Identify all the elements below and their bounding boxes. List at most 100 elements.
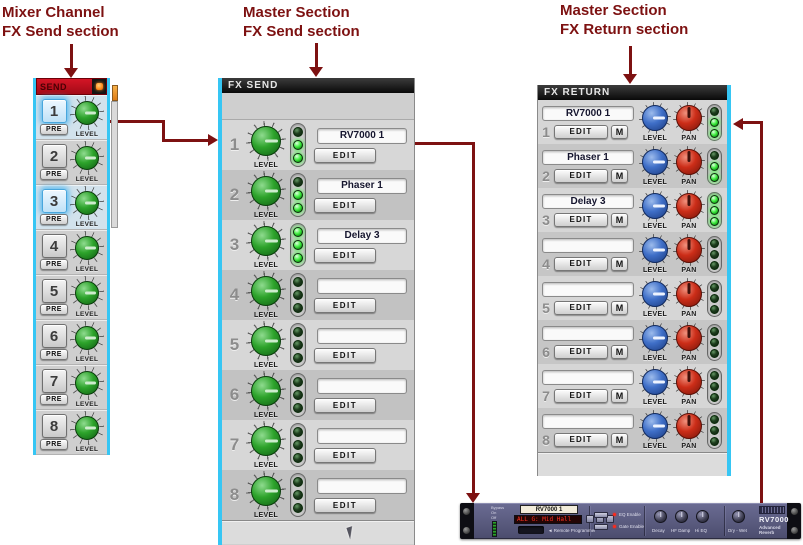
fx-name-field[interactable]: RV7000 1: [317, 127, 407, 144]
edit-button[interactable]: EDIT: [554, 300, 608, 315]
send-level-knob[interactable]: LEVEL: [70, 186, 104, 228]
pre-button[interactable]: PRE: [40, 394, 68, 405]
edit-button[interactable]: EDIT: [554, 388, 608, 403]
eq-enable-button[interactable]: [594, 512, 608, 518]
send-level-knob[interactable]: LEVEL: [70, 411, 104, 453]
mute-button[interactable]: M: [611, 344, 628, 359]
mute-button[interactable]: M: [611, 124, 628, 139]
fx-name-field[interactable]: [317, 327, 407, 344]
return-pan-knob[interactable]: PAN: [673, 322, 705, 362]
hf-damp-knob[interactable]: [675, 510, 688, 523]
edit-button[interactable]: EDIT: [554, 256, 608, 271]
send-level-knob[interactable]: LEVEL: [70, 276, 104, 318]
send-level-knob[interactable]: LEVEL: [246, 171, 286, 219]
return-level-knob[interactable]: LEVEL: [639, 278, 671, 318]
label-line: Master Section: [560, 2, 667, 19]
fx-name-field[interactable]: [542, 325, 634, 341]
edit-button[interactable]: EDIT: [314, 397, 376, 413]
send-number-button[interactable]: 1: [41, 99, 67, 123]
send-level-knob[interactable]: LEVEL: [70, 321, 104, 363]
mute-button[interactable]: M: [611, 300, 628, 315]
send-number-button[interactable]: 7: [41, 369, 67, 393]
return-level-knob[interactable]: LEVEL: [639, 190, 671, 230]
edit-button[interactable]: EDIT: [314, 247, 376, 263]
return-level-knob[interactable]: LEVEL: [639, 234, 671, 274]
fx-name-field[interactable]: [317, 427, 407, 444]
send-level-knob[interactable]: LEVEL: [246, 471, 286, 519]
send-level-knob[interactable]: LEVEL: [246, 421, 286, 469]
send-level-knob[interactable]: LEVEL: [70, 141, 104, 183]
return-pan-knob[interactable]: PAN: [673, 278, 705, 318]
hi-eq-knob[interactable]: [696, 510, 709, 523]
return-level-knob[interactable]: LEVEL: [639, 366, 671, 406]
send-number-button[interactable]: 5: [41, 279, 67, 303]
pre-button[interactable]: PRE: [40, 259, 68, 270]
mute-button[interactable]: M: [611, 432, 628, 447]
send-level-knob[interactable]: LEVEL: [70, 96, 104, 138]
edit-button[interactable]: EDIT: [554, 212, 608, 227]
gate-enable-button[interactable]: [594, 524, 608, 530]
fx-name-field[interactable]: [317, 277, 407, 294]
edit-button[interactable]: EDIT: [554, 344, 608, 359]
send-number-button[interactable]: 6: [41, 324, 67, 348]
send-level-knob[interactable]: LEVEL: [246, 271, 286, 319]
send-level-knob[interactable]: LEVEL: [70, 231, 104, 273]
patch-save-button[interactable]: [606, 515, 614, 523]
fx-name-field[interactable]: [542, 237, 634, 253]
mute-button[interactable]: M: [611, 388, 628, 403]
send-number-button[interactable]: 3: [41, 189, 67, 213]
fx-name-field[interactable]: Phaser 1: [542, 149, 634, 165]
return-pan-knob[interactable]: PAN: [673, 410, 705, 450]
edit-button[interactable]: EDIT: [554, 168, 608, 183]
return-level-knob[interactable]: LEVEL: [639, 410, 671, 450]
pre-button[interactable]: PRE: [40, 124, 68, 135]
fx-name-field[interactable]: [317, 377, 407, 394]
send-section-button[interactable]: [92, 79, 106, 94]
mute-button[interactable]: M: [611, 212, 628, 227]
led-icon: [710, 370, 719, 380]
return-pan-knob[interactable]: PAN: [673, 190, 705, 230]
fx-name-field[interactable]: [317, 477, 407, 494]
return-level-knob[interactable]: LEVEL: [639, 322, 671, 362]
return-pan-knob[interactable]: PAN: [673, 366, 705, 406]
return-pan-knob[interactable]: PAN: [673, 234, 705, 274]
mute-button[interactable]: M: [611, 256, 628, 271]
send-number-button[interactable]: 2: [41, 144, 67, 168]
send-number-button[interactable]: 4: [41, 234, 67, 258]
edit-button[interactable]: EDIT: [314, 147, 376, 163]
fx-name-field[interactable]: Delay 3: [317, 227, 407, 244]
send-level-knob[interactable]: LEVEL: [246, 371, 286, 419]
return-level-knob[interactable]: LEVEL: [639, 102, 671, 142]
fx-name-field[interactable]: Delay 3: [542, 193, 634, 209]
edit-button[interactable]: EDIT: [554, 432, 608, 447]
return-pan-knob[interactable]: PAN: [673, 146, 705, 186]
patch-up-down-button[interactable]: [586, 515, 594, 523]
send-level-knob[interactable]: LEVEL: [246, 221, 286, 269]
edit-button[interactable]: EDIT: [314, 497, 376, 513]
pre-button[interactable]: PRE: [40, 349, 68, 360]
edit-button[interactable]: EDIT: [314, 447, 376, 463]
send-level-knob[interactable]: LEVEL: [246, 121, 286, 169]
fx-name-field[interactable]: [542, 281, 634, 297]
row-number: 2: [229, 185, 240, 204]
fx-name-field[interactable]: RV7000 1: [542, 105, 634, 121]
pre-button[interactable]: PRE: [40, 214, 68, 225]
edit-button[interactable]: EDIT: [314, 197, 376, 213]
send-number-button[interactable]: 8: [41, 414, 67, 438]
edit-button[interactable]: EDIT: [554, 124, 608, 139]
pre-button[interactable]: PRE: [40, 169, 68, 180]
return-pan-knob[interactable]: PAN: [673, 102, 705, 142]
send-level-knob[interactable]: LEVEL: [246, 321, 286, 369]
fx-name-field[interactable]: [542, 413, 634, 429]
send-level-knob[interactable]: LEVEL: [70, 366, 104, 408]
mute-button[interactable]: M: [611, 168, 628, 183]
decay-knob[interactable]: [654, 510, 667, 523]
fx-name-field[interactable]: Phaser 1: [317, 177, 407, 194]
edit-button[interactable]: EDIT: [314, 297, 376, 313]
edit-button[interactable]: EDIT: [314, 347, 376, 363]
fx-name-field[interactable]: [542, 369, 634, 385]
return-level-knob[interactable]: LEVEL: [639, 146, 671, 186]
pre-button[interactable]: PRE: [40, 304, 68, 315]
pre-button[interactable]: PRE: [40, 439, 68, 450]
dry-wet-knob[interactable]: [732, 510, 745, 523]
